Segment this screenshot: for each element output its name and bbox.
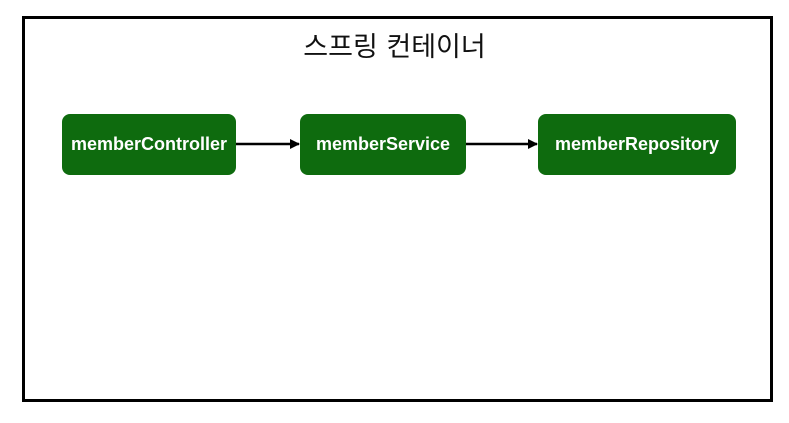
spring-container-box <box>22 16 773 402</box>
node-member-repository: memberRepository <box>538 114 736 175</box>
node-member-service: memberService <box>300 114 466 175</box>
container-title: 스프링 컨테이너 <box>303 32 486 63</box>
node-member-controller: memberController <box>62 114 236 175</box>
